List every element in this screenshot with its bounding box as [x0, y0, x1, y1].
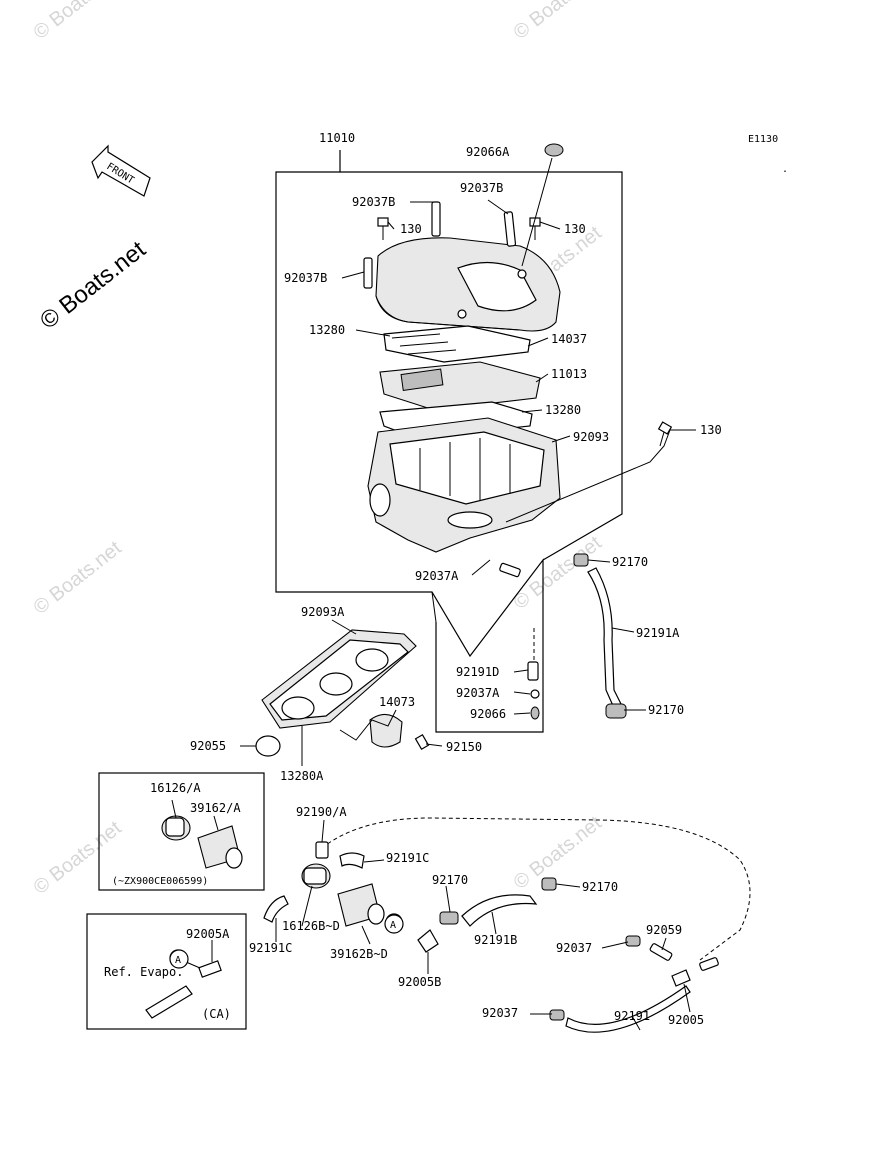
callout-92066: 92066 — [470, 707, 506, 721]
callout-14037: 14037 — [551, 332, 587, 346]
callout-16126A: 16126/A — [150, 781, 201, 795]
leader-lines-upper — [240, 157, 696, 766]
ref-marker-a: A — [390, 920, 396, 931]
callout-92037A: 92037A — [456, 686, 500, 700]
callout-92190A: 92190/A — [296, 805, 347, 819]
callout-92170: 92170 — [612, 555, 648, 569]
assembly-frame — [275, 150, 623, 733]
lower-hose-parts — [263, 817, 751, 1033]
callout-92037B: 92037B — [460, 181, 503, 195]
callout-ref-evapo: Ref. Evapo. — [104, 965, 183, 979]
callout-serial-note: (~ZX900CE006599) — [112, 876, 208, 887]
air-element-part — [379, 361, 541, 411]
callout-92191A: 92191A — [636, 626, 680, 640]
gasket-plate-parts — [383, 325, 531, 363]
callout-92150: 92150 — [446, 740, 482, 754]
callout-13280A: 13280A — [280, 769, 324, 783]
callout-92191C: 92191C — [386, 851, 429, 865]
callout-92037: 92037 — [482, 1006, 518, 1020]
upper-case-part — [375, 237, 561, 332]
callout-13280: 13280 — [545, 403, 581, 417]
callout-130: 130 — [564, 222, 586, 236]
oring-part — [255, 735, 281, 757]
cover-14073-part — [369, 713, 430, 751]
figure-code: E1130 — [748, 134, 778, 145]
callout-92037A: 92037A — [415, 569, 459, 583]
dot-mark: . — [782, 164, 788, 175]
callout-16126BD: 16126B~D — [282, 919, 340, 933]
callout-92191B: 92191B — [474, 933, 517, 947]
pin-parts — [363, 201, 517, 289]
callout-92059: 92059 — [646, 923, 682, 937]
callout-92037B: 92037B — [352, 195, 395, 209]
callout-92037: 92037 — [556, 941, 592, 955]
watermark-text: © Boats.net — [30, 537, 126, 619]
watermark-text: © Boats.net — [30, 0, 126, 44]
callout-92005: 92005 — [668, 1013, 704, 1027]
callout-39162A: 39162/A — [190, 801, 241, 815]
callout-11013: 11013 — [551, 367, 587, 381]
inset-box-1 — [98, 772, 265, 891]
callout-92093A: 92093A — [301, 605, 345, 619]
callout-ca: (CA) — [202, 1007, 231, 1021]
callout-92170: 92170 — [648, 703, 684, 717]
callout-92037B: 92037B — [284, 271, 327, 285]
callout-92191D: 92191D — [456, 665, 499, 679]
callout-92055: 92055 — [190, 739, 226, 753]
callout-39162BD: 39162B~D — [330, 947, 388, 961]
callout-92191: 92191 — [614, 1009, 650, 1023]
ref-marker-a-circle — [169, 949, 189, 969]
ref-marker-a: A — [175, 955, 181, 966]
callout-labels: 11010 92066A 92037B 92037B 130 130 92037… — [104, 131, 722, 1027]
callout-92005A: 92005A — [186, 927, 230, 941]
callout-11010: 11010 — [319, 131, 355, 145]
ref-marker-a-circle — [384, 914, 404, 934]
callout-92170: 92170 — [432, 873, 468, 887]
leader-lines-lower — [275, 819, 691, 1031]
callout-92005B: 92005B — [398, 975, 441, 989]
breather-small-parts — [499, 562, 540, 720]
watermark-main: © Boats.net — [35, 236, 151, 335]
callout-13280: 13280 — [309, 323, 345, 337]
callout-130: 130 — [400, 222, 422, 236]
cap-part — [544, 143, 564, 157]
lower-case-part — [367, 417, 561, 553]
callout-92066A: 92066A — [466, 145, 510, 159]
front-arrow-icon: FRONT — [91, 144, 151, 197]
watermark-text: © Boats.net — [510, 0, 606, 44]
callout-92170: 92170 — [582, 880, 618, 894]
holder-plate-part — [261, 629, 417, 729]
callout-92093: 92093 — [573, 430, 609, 444]
callout-92191C: 92191C — [249, 941, 292, 955]
callout-130: 130 — [700, 423, 722, 437]
hose-92191A-part — [573, 553, 627, 719]
callout-14073: 14073 — [379, 695, 415, 709]
